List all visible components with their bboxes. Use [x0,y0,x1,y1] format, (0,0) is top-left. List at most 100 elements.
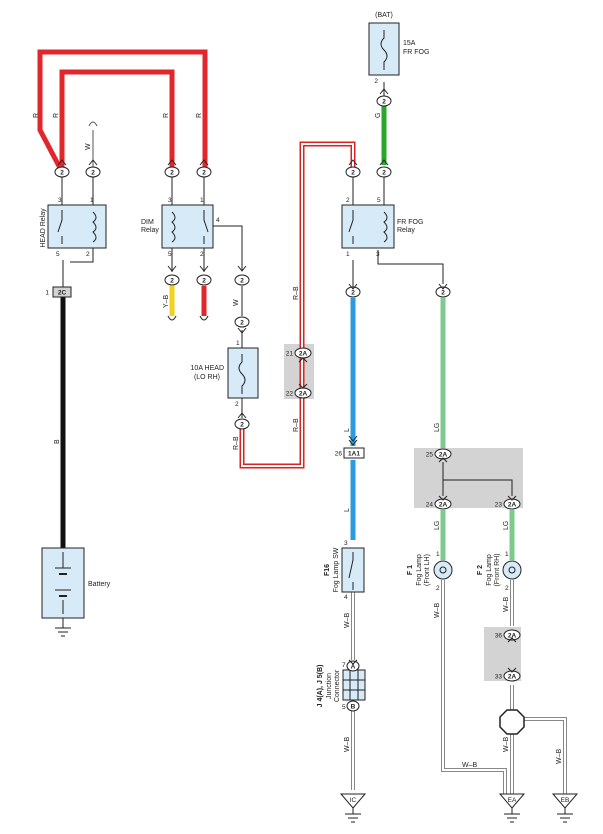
dim-relay-pin-5: 5 [168,251,172,258]
w-wire [88,121,98,168]
rb-wire [239,141,356,469]
head-relay-pin-1: 1 [90,197,94,204]
pin-22: 22 [286,391,294,398]
battery-label: Battery [88,581,111,588]
pin-2c-1: 1 [45,290,49,297]
pin-33: 33 [495,674,503,681]
dim-relay-label-2: Relay [141,227,159,234]
head-fuse-name: (LO RH) [194,374,220,381]
lamp-lh-name: Fog Lamp [416,554,423,586]
lamp-lh-side: (Front LH) [424,554,431,586]
fog-lamp-switch [341,547,365,593]
fog-switch-pin-3: 3 [344,540,348,547]
pin-26: 26 [335,451,343,458]
dim-relay-pin-4: 4 [216,217,220,224]
fuse-source-label: (BAT) [375,12,393,19]
wire-label-l2: L [344,508,351,512]
lamp-lh-pin-2: 2 [436,585,440,592]
conn-1a1: 1A1 [348,451,360,458]
wire-label-wb1: W–B [344,613,351,629]
wire-label-r3: R [163,113,170,118]
fuse-pin-label: 2 [374,78,378,85]
wire-label-wb2: W–B [344,737,351,753]
head-relay-pin-5: 5 [56,251,60,258]
conn-dim-4: 2 [240,278,244,285]
wire-label-wb3: W–B [434,603,441,619]
wire-label-wb5: W–B [503,737,510,753]
splice-shade-2 [414,448,523,508]
junction-pin-5: 5 [342,704,346,711]
pin-25: 25 [426,452,434,459]
pin-24: 24 [426,502,434,509]
head-relay-pin-2: 2 [86,251,90,258]
pin-21: 21 [286,351,294,358]
wire-label-lg2: LG [434,521,441,530]
conn-b: B [351,704,356,711]
head-fuse-pin-bottom: 2 [235,401,239,408]
fr-fog-relay [341,204,395,249]
dim-relay-label-1: DIM [141,219,154,226]
wire-label-r1: R [33,113,40,118]
ground-ic [339,793,367,823]
conn-fog-3: 2 [441,290,445,297]
conn-2a-33: 2A [508,674,517,681]
wire-label-l1: L [344,428,351,432]
lamp-lh-pin-1: 1 [436,551,440,558]
ground-ea-label: EA [508,797,517,804]
lamp-lh-id: F 1 [407,565,414,575]
dim-relay-pin-3: 3 [168,197,172,204]
wire-label-w1: W [85,143,92,150]
conn-fog-2: 2 [351,170,355,177]
fog-lamp-rh [502,560,522,580]
head-relay-pin-3: 3 [58,197,62,204]
junction-line1: Junction [326,673,333,699]
conn-2c: 2C [58,290,67,297]
head-relay-label: HEAD Relay [40,208,47,248]
ground-eb-label: EB [561,797,570,804]
pin-23: 23 [495,502,503,509]
conn-fuse-top: 2 [382,99,386,106]
fog-lamp-lh [433,560,453,580]
junction-connector [342,669,366,701]
lamp-rh-name: Fog Lamp [486,554,493,586]
conn-2a-24: 2A [439,502,448,509]
fr-fog-relay-pin-2: 2 [346,197,350,204]
fog-switch-name: Fog Lamp SW [333,547,340,592]
fog-switch-id: F16 [324,564,331,576]
fr-fog-relay-pin-3: 3 [376,251,380,258]
wb-wires [351,580,567,795]
wire-label-wb6: W–B [556,749,563,765]
conn-head-fuse-top: 2 [240,320,244,327]
wire-label-rb3: R–B [233,436,240,450]
wire-labels: R R W R R G R–B R–B R–B Y–B W B L L LG L… [33,113,563,769]
conn-2a-23: 2A [508,502,517,509]
fuse-15a-fr-fog [368,22,400,76]
wire-label-rb2: R–B [293,418,300,432]
conn-dim-2: 2 [202,278,206,285]
lamp-rh-pin-1: 1 [505,551,509,558]
head-relay [47,204,107,249]
chevrons [57,88,517,673]
wire-label-rb1: R–B [293,286,300,300]
conn-head-3: 2 [60,170,64,177]
wire-label-wb7: W–B [462,762,478,769]
red-wire-loop [37,49,208,170]
lamp-rh-pin-2: 2 [505,585,509,592]
junction-id: J 4(A), J 5(B) [317,665,324,708]
conn-2a-36: 2A [508,633,517,640]
ground-ea [498,793,526,823]
splice-point [499,709,525,735]
dim-relay-pin-2: 2 [200,251,204,258]
battery [41,547,85,619]
dim-relay [161,204,214,249]
wire-label-lg1: LG [434,423,441,432]
wire-label-r2: R [53,113,60,118]
conn-2a-25: 2A [439,452,448,459]
wire-label-b: B [54,439,61,444]
ground-eb [551,793,579,823]
junction-pin-7: 7 [342,662,346,669]
conn-a: A [351,664,356,671]
wire-label-yb: Y–B [163,294,170,308]
junction-line2: Connector [334,669,341,702]
fuse-10a-head [227,347,259,399]
